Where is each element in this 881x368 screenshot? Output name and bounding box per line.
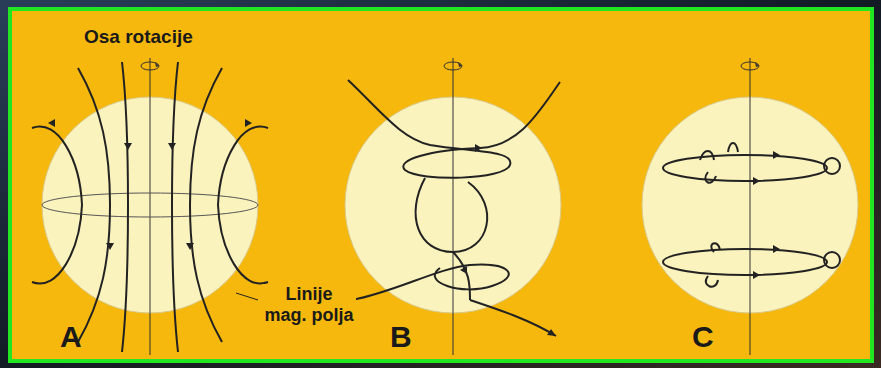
field-twist [700, 143, 738, 160]
field-lines-c [663, 143, 840, 287]
field-line [470, 300, 556, 336]
field-lines-a [32, 62, 268, 352]
field-arrowhead [773, 245, 780, 253]
axis-label: Osa rotacije [84, 26, 193, 48]
field-arrows-c [753, 151, 780, 279]
rotation-arrowhead [755, 62, 759, 67]
field-twist [711, 243, 720, 252]
field-loop [663, 155, 827, 181]
spheres [42, 97, 858, 313]
rotation-arrowhead [155, 62, 159, 67]
field-line [122, 62, 128, 352]
field-arrowhead [475, 144, 482, 152]
rotation-symbol [141, 62, 159, 70]
rotation-symbol [741, 62, 759, 70]
field-line-label: Linije mag. polja [262, 284, 356, 325]
field-arrowhead [48, 119, 55, 127]
field-arrowhead [547, 329, 556, 336]
panel-letter: A [60, 320, 82, 354]
field-arrowhead [124, 143, 132, 150]
rotation-axis [150, 58, 151, 355]
field-arrowhead [773, 151, 780, 159]
rotation-axes [141, 58, 759, 355]
equator [42, 193, 258, 217]
panel-letter: C [692, 320, 714, 354]
field-arrowhead [106, 243, 114, 250]
field-line [32, 127, 82, 284]
frame [10, 9, 872, 361]
field-arrowhead [168, 143, 176, 150]
field-twist [706, 276, 718, 287]
field-line [453, 252, 470, 300]
field-arrowhead [753, 177, 760, 185]
rotation-arrowhead [458, 62, 462, 67]
field-arrows-a [48, 119, 252, 250]
field-loop [663, 249, 827, 275]
field-twist [824, 158, 840, 174]
field-arrowhead [245, 119, 252, 127]
field-arrowhead [753, 271, 760, 279]
field-arrowhead [186, 243, 194, 250]
panel-letter: B [390, 320, 412, 354]
field-line [416, 178, 488, 252]
rotation-arrows [155, 62, 759, 67]
field-lines-b [348, 80, 560, 336]
leader-line [236, 293, 258, 300]
field-line [348, 80, 560, 178]
field-twist [824, 252, 840, 268]
field-line [218, 127, 268, 284]
field-arrows-b [460, 144, 556, 336]
rotation-symbol [444, 62, 462, 70]
field-line [172, 62, 178, 352]
rotation-axis [750, 58, 751, 355]
field-arrowhead [460, 266, 467, 274]
field-line [352, 265, 509, 300]
rotation-axis [453, 58, 454, 355]
field-twist [705, 172, 716, 183]
